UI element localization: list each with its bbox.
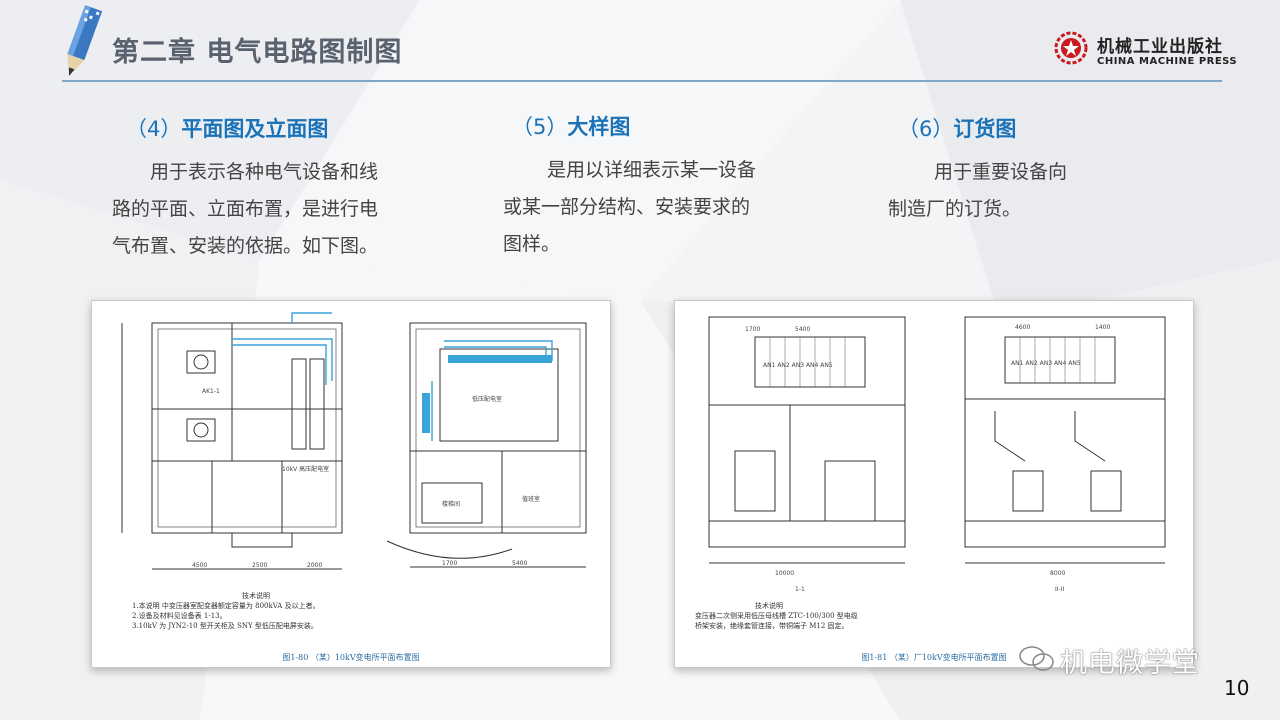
svg-text:低压配电室: 低压配电室	[472, 395, 502, 403]
body-line: 气布置、安装的依据。如下图。	[112, 235, 379, 257]
svg-text:1700: 1700	[745, 326, 760, 333]
section-label: （5）	[512, 115, 568, 139]
section-body-6: 用于重要设备向 制造厂的订货。	[888, 154, 1067, 228]
publisher-logo-icon	[1054, 31, 1088, 65]
svg-text:值班室: 值班室	[522, 495, 540, 503]
page-number: 10	[1224, 676, 1250, 700]
notes-title: 技术说明	[242, 592, 270, 600]
page-title: 第二章 电气电路图制图	[112, 37, 403, 68]
svg-text:AN1 AN2 AN3 AN4 AN5: AN1 AN2 AN3 AN4 AN5	[1011, 360, 1081, 367]
figure-caption-right: 图1-81 （某）厂10kV变电所平面布置图	[861, 653, 1007, 662]
notes-line: 1.本说明 中变压器室配变器额定容量为 800kVA 及以上者。	[132, 602, 320, 610]
body-line: 用于重要设备向	[934, 161, 1068, 183]
elevation-drawing: 1700 5400 4600 1400 AN1 AN2 AN3 AN4 AN5 AN1 …	[708, 316, 1166, 593]
svg-text:2500: 2500	[252, 562, 267, 569]
section-heading-6: （6）订货图	[898, 113, 1016, 143]
section-title: 大样图	[567, 115, 631, 139]
header-divider	[62, 80, 1222, 82]
section-body-4: 用于表示各种电气设备和线 路的平面、立面布置，是进行电 气布置、安装的依据。如下…	[112, 154, 378, 265]
body-line: 路的平面、立面布置，是进行电	[112, 198, 379, 220]
svg-text:AK1-1: AK1-1	[202, 388, 220, 395]
figure-plan-view: 4500 2500 2000 1700 5400 AK1-1 10kV 高压配电室 低压…	[91, 300, 611, 668]
section-heading-5: （5）大样图	[512, 111, 630, 141]
body-line: 图样。	[503, 233, 561, 255]
notes-line: 桥架安装，绝缘套管连接，带铜端子 M12 固定。	[695, 622, 849, 630]
body-line: 用于表示各种电气设备和线	[150, 161, 379, 183]
svg-text:5400: 5400	[512, 560, 527, 567]
publisher-name-en: CHINA MACHINE PRESS	[1097, 56, 1238, 67]
section-title: 订货图	[953, 117, 1017, 141]
figure-elevation-view: 1700 5400 4600 1400 AN1 AN2 AN3 AN4 AN5 AN1 …	[674, 300, 1194, 668]
body-line: 或某一部分结构、安装要求的	[503, 196, 751, 218]
svg-text:1-1: 1-1	[795, 586, 805, 593]
section-title: 平面图及立面图	[181, 117, 329, 141]
section-body-5: 是用以详细表示某一设备 或某一部分结构、安装要求的 图样。	[503, 152, 756, 263]
elevation-notes: 技术说明 变压器二次侧采用低压母线槽 ZTC-100/300 型电缆 桥架安装，…	[695, 601, 858, 631]
watermark-text: 机电微学堂	[1060, 648, 1200, 679]
wechat-icon	[1019, 646, 1054, 671]
svg-text:5400: 5400	[795, 326, 810, 333]
notes-line: 变压器二次侧采用低压母线槽 ZTC-100/300 型电缆	[695, 612, 858, 620]
svg-text:4600: 4600	[1015, 324, 1030, 331]
svg-text:1400: 1400	[1095, 324, 1110, 331]
body-line: 是用以详细表示某一设备	[547, 159, 757, 181]
section-heading-4: （4）平面图及立面图	[126, 113, 328, 143]
section-label: （6）	[898, 117, 954, 141]
notes-line: 3.10kV 为 JYN2-10 型开关柜及 SNY 型低压配电屏安装。	[132, 622, 318, 630]
section-label: （4）	[126, 117, 182, 141]
publisher-name-cn: 机械工业出版社	[1097, 37, 1223, 57]
pencil-icon	[67, 5, 103, 76]
svg-text:II-II: II-II	[1055, 586, 1064, 593]
figure-caption-left: 图1-80 （某）10kV变电所平面布置图	[282, 653, 420, 662]
plan-drawing: 4500 2500 2000 1700 5400 AK1-1 10kV 高压配电室 低压…	[121, 312, 587, 570]
svg-text:10000: 10000	[775, 570, 794, 577]
notes-title: 技术说明	[755, 602, 783, 610]
svg-text:AN1 AN2 AN3 AN4 AN5: AN1 AN2 AN3 AN4 AN5	[763, 362, 833, 369]
body-line: 制造厂的订货。	[888, 198, 1022, 220]
plan-notes: 技术说明 1.本说明 中变压器室配变器额定容量为 800kVA 及以上者。 2.…	[132, 591, 320, 631]
svg-text:8000: 8000	[1050, 570, 1065, 577]
svg-text:4500: 4500	[192, 562, 207, 569]
svg-text:10kV 高压配电室: 10kV 高压配电室	[282, 465, 329, 473]
svg-text:2000: 2000	[307, 562, 322, 569]
notes-line: 2.设备及材料见设备表 1-13。	[132, 612, 227, 620]
svg-text:1700: 1700	[442, 560, 457, 567]
svg-text:楼梯间: 楼梯间	[442, 500, 460, 508]
